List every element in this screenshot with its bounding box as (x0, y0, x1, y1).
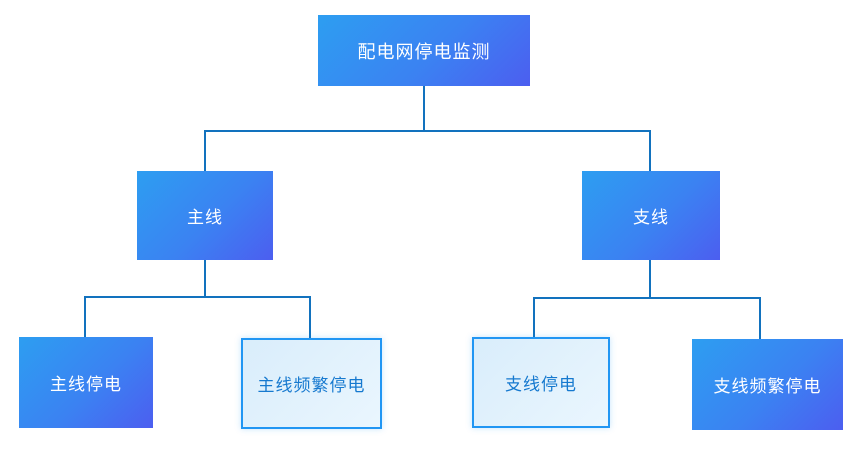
node-main-line-frequent-outage-label: 主线频繁停电 (257, 376, 366, 395)
node-branch-line[interactable]: 支线 (582, 171, 720, 260)
node-root-label: 配电网停电监测 (357, 41, 491, 62)
node-branch-line-outage[interactable]: 支线停电 (472, 337, 610, 428)
node-root-outage-monitoring[interactable]: 配电网停电监测 (318, 15, 530, 86)
node-main-line-outage-label: 主线停电 (50, 375, 122, 394)
node-main-line-label: 主线 (187, 208, 223, 227)
node-branch-line-outage-label: 支线停电 (505, 375, 577, 394)
node-branch-line-label: 支线 (633, 208, 669, 227)
node-branch-line-frequent-outage[interactable]: 支线频繁停电 (692, 339, 843, 430)
node-main-line[interactable]: 主线 (137, 171, 273, 260)
node-main-line-frequent-outage[interactable]: 主线频繁停电 (241, 338, 382, 429)
node-branch-line-frequent-outage-label: 支线频繁停电 (713, 377, 822, 396)
node-main-line-outage[interactable]: 主线停电 (19, 337, 153, 428)
